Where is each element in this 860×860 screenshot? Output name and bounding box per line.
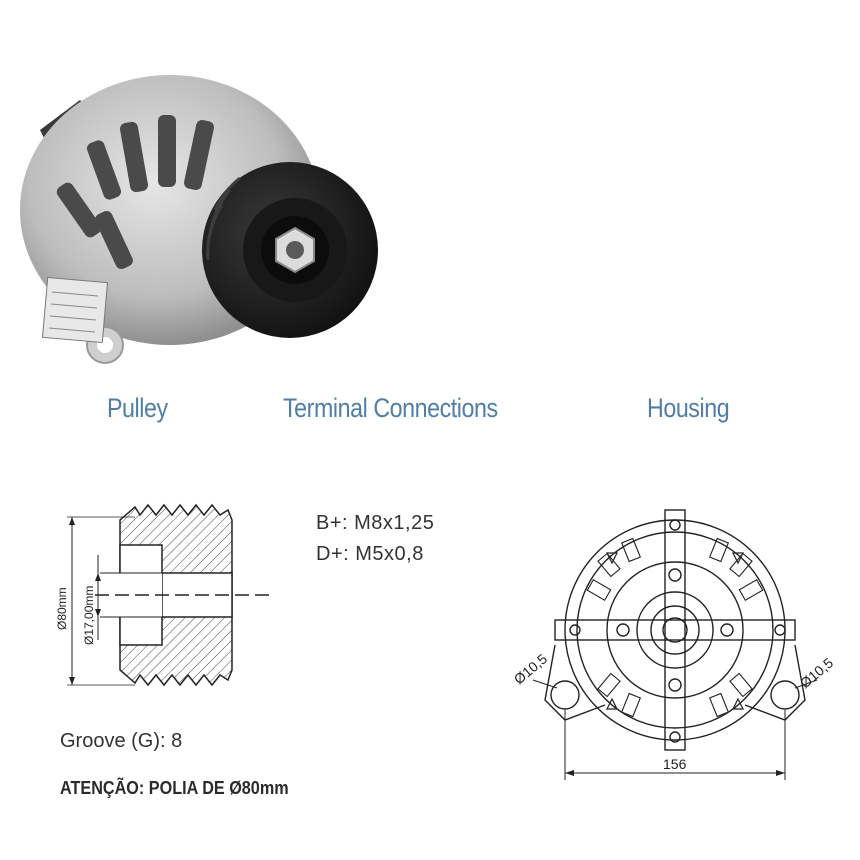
right-hole-label: Ø10,5 (797, 654, 837, 691)
bore-diameter-label: Ø17,00mm (82, 586, 96, 645)
housing-drawing: Ø10,5 Ø10,5 156 (511, 509, 837, 780)
span-label: 156 (663, 756, 687, 772)
pulley-drawing: Ø80mm Ø17,00mm (55, 503, 270, 687)
alternator-photo (20, 75, 378, 364)
terminal-b-plus: B+: M8x1,25 (316, 512, 435, 534)
label-pulley: Pulley (107, 393, 168, 423)
pulley-warning: ATENÇÃO: POLIA DE Ø80mm (60, 778, 289, 798)
groove-count: Groove (G): 8 (60, 730, 183, 752)
terminal-d-plus: D+: M5x0,8 (316, 543, 424, 565)
outer-diameter-label: Ø80mm (55, 587, 69, 630)
left-hole-label: Ø10,5 (511, 650, 551, 687)
label-terminal-connections: Terminal Connections (283, 393, 498, 423)
label-housing: Housing (647, 393, 730, 423)
